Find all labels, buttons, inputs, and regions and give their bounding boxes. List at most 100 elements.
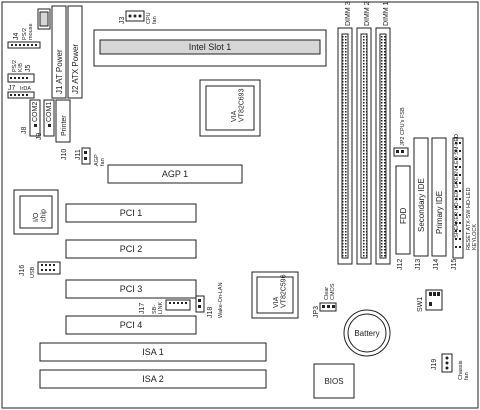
secondary-ide-connector[interactable]: [413, 137, 429, 257]
com2-connector[interactable]: [29, 99, 41, 137]
label-line: Clear: [324, 287, 330, 300]
sw1-dip-switch[interactable]: [425, 289, 443, 311]
label-line: K/B: [18, 63, 24, 72]
battery-label: Battery: [354, 329, 379, 338]
chip1-label: VIAVT82C693: [231, 88, 245, 122]
ps2-kb-label: PS/2K/B: [12, 60, 24, 72]
label-line: VT82C596: [280, 274, 287, 308]
j11-label: J11: [75, 149, 82, 160]
label-line: fan: [100, 158, 106, 166]
sb-link-label: SB-LINK: [152, 301, 164, 314]
bios-label: BIOS: [324, 377, 343, 386]
wake-on-lan-header[interactable]: [195, 295, 205, 313]
j10-label: J10: [61, 149, 68, 160]
pci-2-slot[interactable]: [65, 239, 197, 259]
agp-fan-label: AGPfan: [94, 154, 106, 166]
jp2-label: JP2 CPU's FSB: [400, 107, 406, 146]
label-line: mouse: [28, 23, 34, 40]
label-line: I/O: [33, 212, 40, 222]
chassis-fan-header[interactable]: [441, 353, 453, 373]
j1-at-power-label: J1 AT Power: [55, 49, 64, 94]
ps2-mouse-connector[interactable]: [7, 41, 41, 49]
dimm-2-slot[interactable]: [356, 27, 372, 265]
pci-3-slot[interactable]: [65, 279, 197, 299]
j19-label: J19: [431, 359, 438, 370]
label-line: VIA: [231, 110, 238, 122]
fdd-label: FDD: [399, 207, 408, 224]
agp-fan-header[interactable]: [81, 147, 91, 165]
battery: [343, 309, 391, 357]
label-line: fan: [464, 372, 470, 380]
j15-label: J15: [451, 259, 458, 270]
intel-slot-1[interactable]: [93, 29, 327, 67]
printer-label: Printer: [61, 115, 68, 136]
dimm-1-slot[interactable]: [375, 27, 391, 265]
j2-atx-power-connector[interactable]: [67, 5, 83, 99]
ps2-kb-header[interactable]: [7, 73, 35, 83]
ps2-kb-connector[interactable]: [37, 8, 51, 30]
front-panel-mid-label: RESET ATX-SW HD-LED: [466, 188, 472, 250]
j5-label: J5: [25, 65, 32, 73]
label-line: LINK: [158, 301, 164, 314]
label-line: CPU: [146, 12, 152, 24]
pci-4-label: PCI 4: [120, 320, 143, 330]
fdd-connector[interactable]: [395, 165, 411, 255]
front-panel-header[interactable]: [452, 137, 464, 259]
com2-label: COM2: [32, 102, 39, 122]
agp-slot[interactable]: [107, 164, 243, 184]
primary-ide-label: Primary IDE: [435, 191, 444, 234]
j18-label: J18: [207, 307, 214, 318]
label-line: Chassis: [458, 360, 464, 380]
clear-cmos-label: ClearCMOS: [324, 283, 336, 300]
secondary-ide-label: Secondary IDE: [417, 178, 426, 232]
cpu-fan-header[interactable]: [125, 10, 145, 22]
sb-link-header[interactable]: [165, 299, 191, 311]
dimm-3-slot[interactable]: [337, 27, 353, 265]
via-vt82c596-chip: [251, 271, 299, 319]
sw1-label: SW1: [417, 297, 424, 312]
pci-2-label: PCI 2: [120, 244, 143, 254]
irda-header[interactable]: [7, 91, 35, 99]
jp3-label: JP3: [313, 306, 320, 318]
cpu-fan-label: CPUfan: [146, 12, 158, 24]
chassis-fan-label: Chassisfan: [458, 360, 470, 380]
j8-label: J8: [21, 127, 28, 135]
pci-1-slot[interactable]: [65, 203, 197, 223]
ps2-mouse-label: PS/2mouse: [22, 23, 34, 40]
label-line: chip: [40, 209, 47, 222]
isa-1-slot[interactable]: [39, 342, 267, 362]
jp3-clear-cmos-jumper[interactable]: [319, 302, 337, 312]
label-line: SB-: [152, 305, 158, 314]
isa-2-slot[interactable]: [39, 369, 267, 389]
primary-ide-connector[interactable]: [431, 137, 447, 257]
j1-at-power-connector[interactable]: [51, 5, 67, 99]
printer-connector[interactable]: [55, 99, 71, 143]
usb-header[interactable]: [37, 261, 61, 275]
j3-label: J3: [119, 17, 126, 25]
io-chip: [13, 189, 59, 235]
irda-label: IrDA: [20, 86, 31, 92]
label-line: CMOS: [330, 283, 336, 300]
intel-slot-1-label: Intel Slot 1: [189, 42, 232, 52]
com1-connector[interactable]: [43, 99, 55, 137]
pci-4-slot[interactable]: [65, 315, 197, 335]
usb-label: USB: [30, 266, 36, 278]
chip2-label: VIAVT82C596: [273, 274, 287, 308]
front-panel-bot-label: KEYLOCK: [472, 224, 478, 250]
j16-label: J16: [19, 265, 26, 276]
jp2-jumper[interactable]: [393, 147, 409, 157]
isa-1-label: ISA 1: [142, 347, 164, 357]
label-line: PS/2: [22, 28, 28, 40]
agp-label: AGP 1: [162, 169, 188, 179]
label-line: VIA: [273, 296, 280, 308]
com1-label: COM1: [46, 102, 53, 122]
j7-irda-id: J7: [8, 85, 16, 92]
dimm-3-label: DIMM 3: [345, 1, 352, 26]
wake-on-lan-label: Wake-On-LAN: [218, 282, 224, 318]
j17-label: J17: [139, 303, 146, 314]
label-line: fan: [152, 16, 158, 24]
j12-label: J12: [397, 259, 404, 270]
pci-3-label: PCI 3: [120, 284, 143, 294]
